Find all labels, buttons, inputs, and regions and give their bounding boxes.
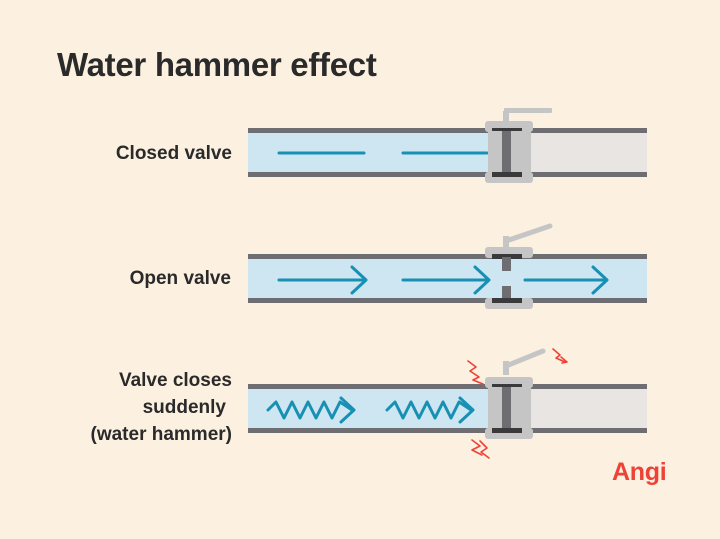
label-valve-closes-suddenly: Valve closes suddenly (water hammer) xyxy=(91,368,233,448)
pipe-wall-bottom xyxy=(248,428,647,433)
surge-arrows xyxy=(266,396,475,424)
pipe-wall-top xyxy=(248,254,647,259)
arrow-right-icon xyxy=(523,265,609,295)
angi-logo: Angi xyxy=(612,458,667,486)
label-open-valve: Open valve xyxy=(129,268,231,289)
impact-mark-icon xyxy=(479,440,490,459)
valve-collar-bottom-base xyxy=(492,172,522,177)
pipe-wall-top xyxy=(248,384,647,389)
wavy-arrow-icon xyxy=(385,396,475,424)
label-line-3: (water hammer) xyxy=(90,424,233,445)
valve-collar-bottom-base xyxy=(492,298,522,303)
pipe-wall-bottom xyxy=(248,172,647,177)
label-line-2: suddenly xyxy=(142,397,226,418)
flow-arrows xyxy=(277,265,609,295)
arrow-right-icon xyxy=(277,265,368,295)
valve-stem xyxy=(503,111,509,124)
valve-gate xyxy=(502,131,511,174)
pipe-wall-top xyxy=(248,128,647,133)
label-closed-valve: Closed valve xyxy=(115,143,232,164)
pipe-water-upstream xyxy=(248,387,501,430)
impact-mark-icon xyxy=(552,348,566,363)
valve-collar-bottom-base xyxy=(492,428,522,433)
valve-gate xyxy=(502,387,511,430)
impact-mark-icon xyxy=(467,360,484,385)
valve-gate-upper xyxy=(502,257,511,271)
valve-gate-lower xyxy=(502,286,511,300)
valve-handle-icon xyxy=(504,108,552,113)
valve-closed xyxy=(485,108,552,183)
valve-handle-icon xyxy=(503,223,553,244)
valve-closing xyxy=(485,348,546,439)
arrow-right-icon xyxy=(401,265,491,295)
label-line-1: Valve closes xyxy=(118,370,232,391)
impact-mark-icon xyxy=(471,439,483,456)
valve-collar-top-base xyxy=(492,128,522,133)
valve-stem xyxy=(503,361,509,375)
impact-mark-icon xyxy=(560,356,568,364)
impact-marks xyxy=(467,348,568,459)
valve-collar-top-base xyxy=(492,254,522,259)
valve-collar-top-base xyxy=(492,384,522,389)
diagram-title: Water hammer effect xyxy=(57,46,377,83)
valve-handle-icon xyxy=(503,348,546,369)
valve-open xyxy=(485,223,553,309)
pipe-wall-bottom xyxy=(248,298,647,303)
wavy-arrow-icon xyxy=(266,396,356,424)
valve-stem xyxy=(503,236,509,250)
